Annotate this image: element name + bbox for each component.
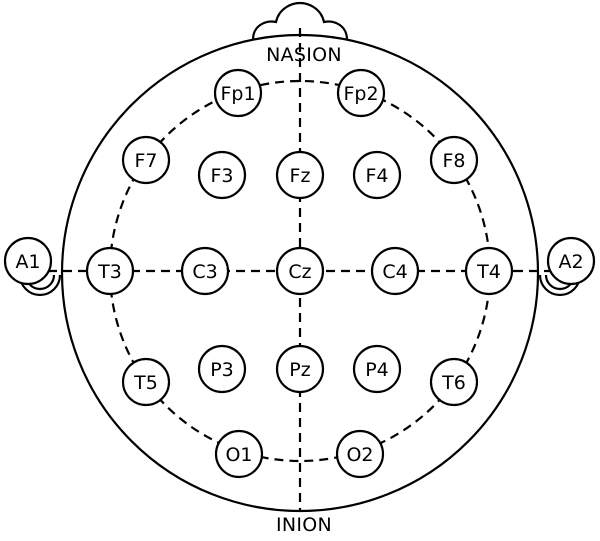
svg-text:F8: F8 xyxy=(442,150,465,172)
svg-text:F7: F7 xyxy=(134,150,157,172)
electrode-p3: P3 xyxy=(197,344,247,394)
electrode-t6: T6 xyxy=(429,357,479,407)
electrode-f8: F8 xyxy=(429,135,479,185)
svg-text:O1: O1 xyxy=(225,444,252,466)
svg-text:T3: T3 xyxy=(97,261,122,283)
svg-text:A1: A1 xyxy=(15,251,40,273)
svg-text:Cz: Cz xyxy=(288,261,311,283)
svg-text:Fz: Fz xyxy=(290,165,311,187)
svg-text:T4: T4 xyxy=(476,261,501,283)
electrode-fp1: Fp1 xyxy=(213,68,263,118)
svg-text:C3: C3 xyxy=(192,261,217,283)
electrode-p4: P4 xyxy=(352,344,402,394)
electrode-fz: Fz xyxy=(275,150,325,200)
electrode-o2: O2 xyxy=(335,429,385,479)
svg-text:T6: T6 xyxy=(441,372,466,394)
electrode-f7: F7 xyxy=(121,135,171,185)
electrode-t5: T5 xyxy=(121,357,171,407)
svg-text:Pz: Pz xyxy=(289,359,310,381)
electrode-c3: C3 xyxy=(180,246,230,296)
electrode-cz: Cz xyxy=(275,246,325,296)
svg-text:Fp1: Fp1 xyxy=(220,83,255,105)
electrode-o1: O1 xyxy=(214,429,264,479)
svg-text:F4: F4 xyxy=(365,165,388,187)
electrode-f4: F4 xyxy=(352,150,402,200)
svg-text:F3: F3 xyxy=(210,165,233,187)
electrode-f3: F3 xyxy=(197,150,247,200)
electrode-fp2: Fp2 xyxy=(336,68,386,118)
svg-text:Fp2: Fp2 xyxy=(343,83,378,105)
electrode-a2: A2 xyxy=(546,236,596,286)
svg-text:A2: A2 xyxy=(558,251,583,273)
electrode-t3: T3 xyxy=(85,246,135,296)
electrode-pz: Pz xyxy=(275,344,325,394)
electrode-t4: T4 xyxy=(464,246,514,296)
svg-text:O2: O2 xyxy=(346,444,373,466)
nose-outline xyxy=(251,1,349,41)
electrode-c4: C4 xyxy=(370,246,420,296)
inion-label: INION xyxy=(276,514,332,536)
svg-text:P3: P3 xyxy=(210,359,234,381)
svg-text:P4: P4 xyxy=(365,359,389,381)
electrode-a1: A1 xyxy=(3,236,53,286)
svg-text:T5: T5 xyxy=(133,372,158,394)
svg-text:C4: C4 xyxy=(382,261,407,283)
nasion-label: NASION xyxy=(266,44,342,66)
